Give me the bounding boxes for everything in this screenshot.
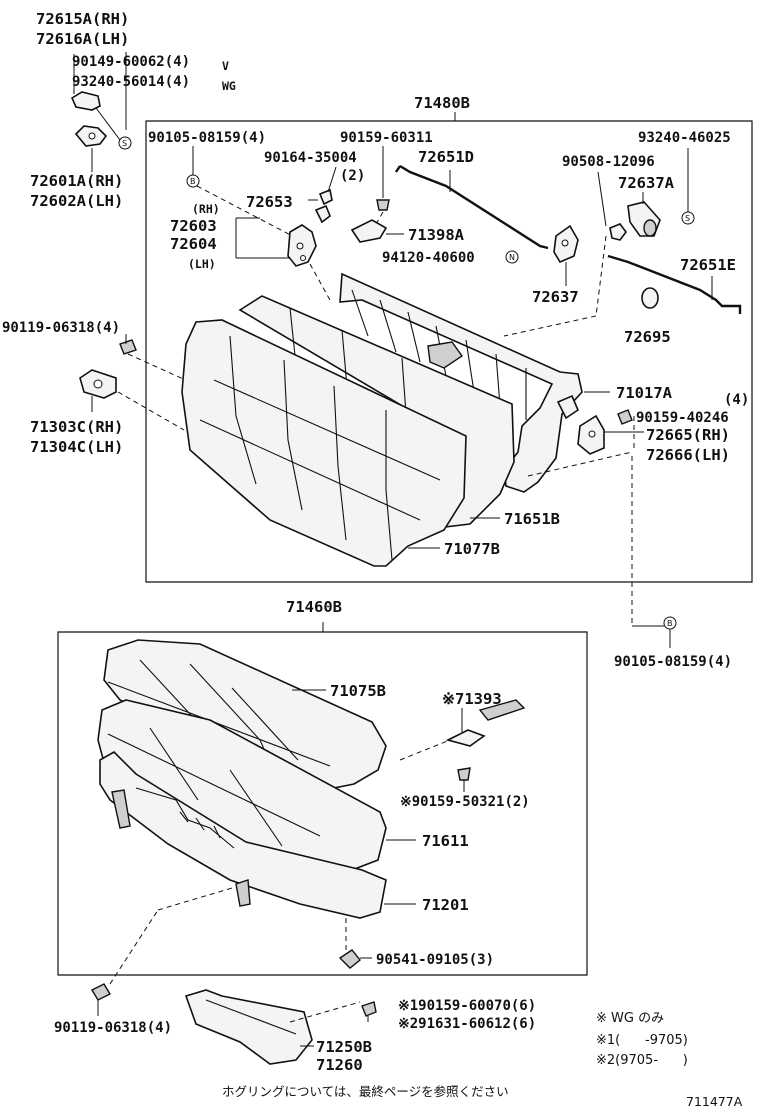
label-90119a: 90119-06318(4) <box>2 320 120 336</box>
label-90105a: 90105-08159(4) <box>148 130 266 146</box>
label-72665: 72665(RH) <box>646 426 730 444</box>
lock-bracket-part <box>287 188 333 267</box>
screw-50321-part <box>457 767 471 781</box>
seatback-frame-part <box>339 272 583 493</box>
symbol-n-letter: N <box>509 253 515 262</box>
label-72604: 72604 <box>170 235 217 253</box>
label-90159-60311: 90159-60311 <box>340 130 433 146</box>
label-90119b: 90119-06318(4) <box>54 1020 172 1036</box>
rod-72651d-part <box>395 164 549 250</box>
bolt-lower-part <box>91 983 111 1001</box>
label-71651b: 71651B <box>504 510 560 528</box>
label-72651e: 72651E <box>680 256 736 274</box>
label-90164: 90164-35004 <box>264 150 357 166</box>
label-72637a: 72637A <box>618 174 675 192</box>
label-90159-40246: 90159-40246 <box>636 410 729 426</box>
symbol-n-icon <box>505 250 519 264</box>
label-71075b: 71075B <box>330 682 386 700</box>
note-1: ※1( -9705) <box>596 1033 688 1048</box>
label-93240a-suffix: WG <box>222 79 236 93</box>
label-71250b: 71250B <box>316 1038 372 1056</box>
label-71460b: 71460B <box>286 598 342 616</box>
label-90508: 90508-12096 <box>562 154 655 170</box>
label-lh: (LH) <box>188 257 216 271</box>
label-71304c: 71304C(LH) <box>30 438 123 456</box>
footer-note: ホグリングについては、最終ページを参照ください <box>222 1084 509 1099</box>
seat-cushion-assembly-frame <box>57 631 588 976</box>
symbol-s-letter: S <box>122 139 127 148</box>
knob-72637a-part <box>627 201 661 237</box>
label-71303c: 71303C(RH) <box>30 418 123 436</box>
label-71260: 71260 <box>316 1056 363 1074</box>
screw-60070-part <box>361 1001 377 1017</box>
label-72637: 72637 <box>532 288 579 306</box>
label-90149-suffix: V <box>222 59 229 73</box>
handle-71393-part <box>445 699 526 747</box>
label-71201: 71201 <box>422 896 469 914</box>
label-71393: ※71393 <box>442 690 502 708</box>
cushion-frame-71201-part <box>99 751 387 919</box>
seatback-cover-71077b-part <box>181 319 467 567</box>
label-90541: 90541-09105(3) <box>376 952 494 968</box>
label-72666: 72666(LH) <box>646 446 730 464</box>
label-rh: (RH) <box>192 202 220 216</box>
hinge-cover-part <box>70 91 108 147</box>
label-90159-50321: ※90159-50321(2) <box>400 794 530 810</box>
label-72615a: 72615A(RH) <box>36 10 129 28</box>
screw-part <box>376 199 390 211</box>
clip-90541-part <box>338 949 361 969</box>
symbol-s2-icon <box>681 211 695 225</box>
label-72602a: 72602A(LH) <box>30 192 123 210</box>
label-71611: 71611 <box>422 832 469 850</box>
label-190159: ※190159-60070(6) <box>398 998 536 1014</box>
hinge-71303c-part <box>79 369 117 399</box>
label-71077b: 71077B <box>444 540 500 558</box>
latch-72637-part <box>553 224 579 264</box>
label-90164-qty: (2) <box>340 168 365 184</box>
pad-71398a-part <box>350 219 388 243</box>
label-qty4: (4) <box>724 392 749 408</box>
spring-part <box>609 223 627 241</box>
label-72603: 72603 <box>170 217 217 235</box>
label-72695: 72695 <box>624 328 671 346</box>
label-72601a: 72601A(RH) <box>30 172 123 190</box>
label-71480b: 71480B <box>414 94 470 112</box>
label-93240a: 93240-56014(4) <box>72 74 190 90</box>
symbol-b-letter: B <box>190 177 196 186</box>
cap-72695-part <box>641 287 659 309</box>
diagram-code: 711477A <box>686 1094 743 1109</box>
symbol-s-icon <box>118 136 132 150</box>
label-72616a: 72616A(LH) <box>36 30 129 48</box>
label-90105b: 90105-08159(4) <box>614 654 732 670</box>
seat-leg-cover-71250b-part <box>184 989 313 1065</box>
seatback-assembly-frame <box>145 120 753 583</box>
label-291631: ※291631-60612(6) <box>398 1016 536 1032</box>
svg-text:S: S <box>685 214 690 223</box>
rod-72651e-part <box>607 254 742 314</box>
label-72651d: 72651D <box>418 148 474 166</box>
label-71398a: 71398A <box>408 226 465 244</box>
svg-text:B: B <box>667 619 673 628</box>
label-93240-46025: 93240-46025 <box>638 130 731 146</box>
hinge-72665-part <box>577 414 605 455</box>
label-72653: 72653 <box>246 193 293 211</box>
note-2: ※2(9705- ) <box>596 1053 688 1068</box>
label-90149: 90149-60062(4) <box>72 54 190 70</box>
label-71017a: 71017A <box>616 384 673 402</box>
screw-40246-part <box>617 409 633 425</box>
bolt-part <box>119 339 137 355</box>
label-94120: 94120-40600 <box>382 250 475 266</box>
note-wg-only: ※ WG のみ <box>596 1011 664 1026</box>
